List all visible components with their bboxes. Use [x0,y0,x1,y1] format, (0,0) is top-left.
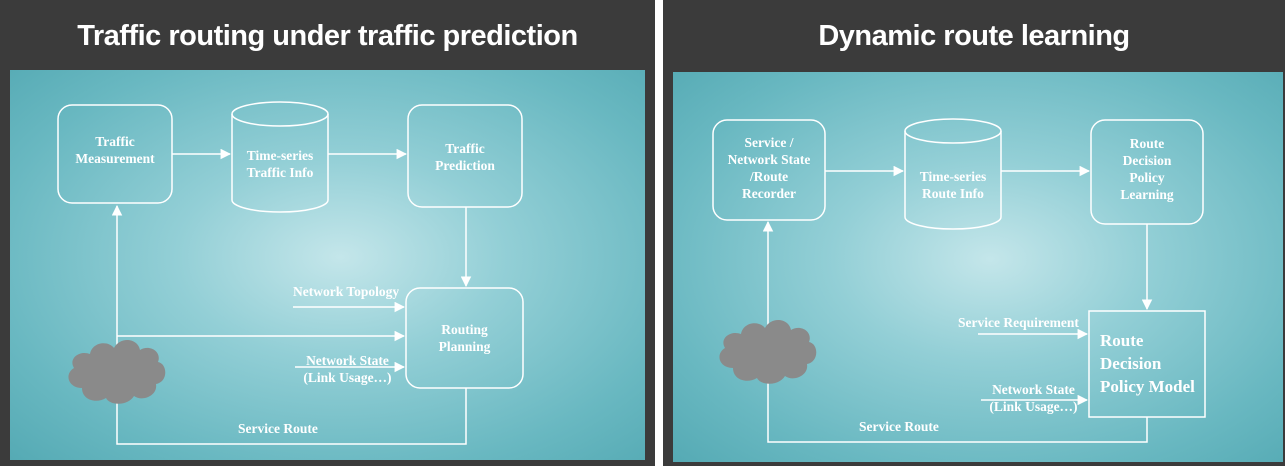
traffic-routing-panel: Traffic routing under traffic prediction [0,0,655,466]
traffic-prediction-label: Traffic Prediction [435,141,495,173]
routing-planning-box [405,287,524,389]
time-series-traffic-info-database-icon [231,101,329,213]
diagram-canvas: Service / Network State /Route Recorder … [673,72,1283,462]
recorder-box [712,119,826,221]
service-requirement-label: Service Requirement [958,315,1079,330]
traffic-prediction-box [407,104,523,208]
panel-title: Dynamic route learning [818,20,1130,52]
network-state-label: Network State (Link Usage…) [989,382,1078,414]
routing-planning-label: Routing Planning [438,322,491,354]
policy-model-label: Route Decision Policy Model [1100,331,1195,396]
dynamic-route-learning-panel: Dynamic route learning [663,0,1285,466]
policy-learning-label: Route Decision Policy Learning [1120,136,1174,202]
traffic-measurement-label: Traffic Measurement [75,134,155,166]
network-state-label: Network State (Link Usage…) [303,353,392,385]
recorder-label: Service / Network State /Route Recorder [727,135,811,201]
diagram-canvas: Traffic Measurement Time-series Traffic … [10,70,645,460]
service-route-loop [111,204,467,445]
network-topology-label: Network Topology [293,284,400,299]
network-cloud-icon [68,339,166,404]
service-route-label: Service Route [859,419,939,434]
panel-title: Traffic routing under traffic prediction [77,20,578,52]
traffic-routing-diagram [57,101,524,445]
time-series-route-info-label: Time-series Route Info [919,169,987,201]
dynamic-route-learning-diagram [712,118,1206,443]
service-route-label: Service Route [238,421,318,436]
time-series-traffic-info-label: Time-series Traffic Info [246,148,314,180]
time-series-route-info-database-icon [904,118,1002,230]
network-cloud-icon [719,319,817,384]
